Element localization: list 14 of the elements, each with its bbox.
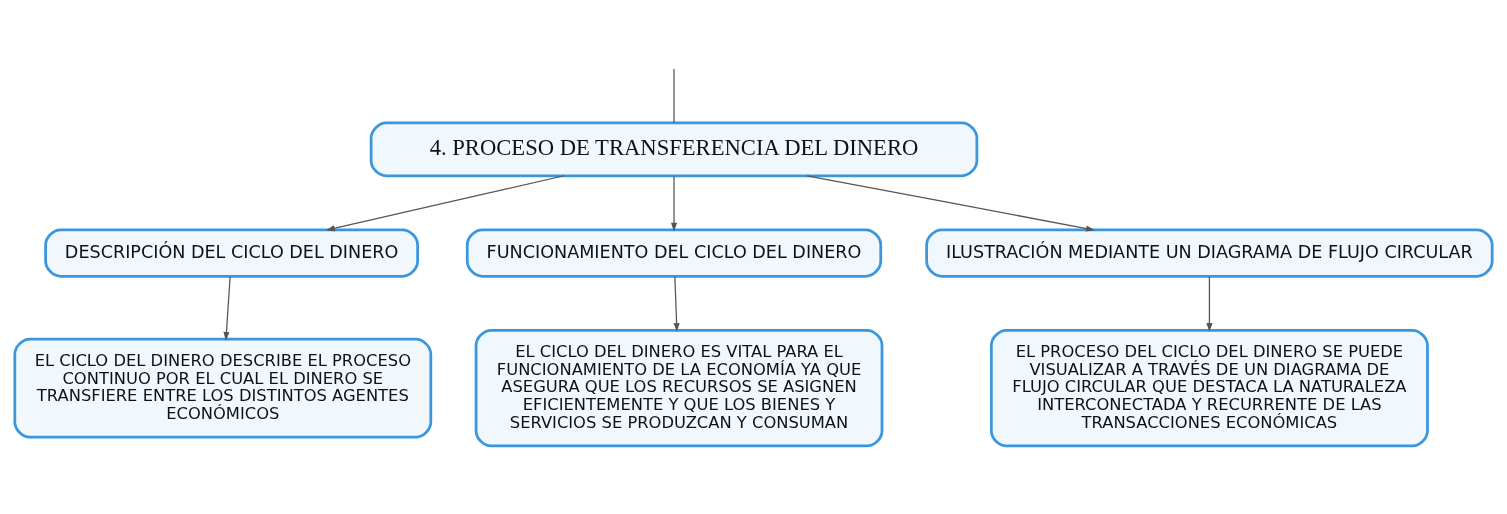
arrow [223,276,231,341]
node-box: 4. PROCESO DE TRANSFERENCIA DEL DINERO [369,121,979,178]
node-box: EL PROCESO DEL CICLO DEL DINERO SE PUEDE VISUALIZAR A TRAVÉS DE UN DIAGRAMA DE FLUJO CIRCULAR QUE DESTACA LA NATURALEZA INTERCONECTADA Y RECURRENTE DE LAS TRANSACCIONES ECONÓMICAS [989,328,1429,448]
arrow [670,175,678,232]
arrow [325,175,565,232]
arrow [1206,276,1213,332]
node-box: FUNCIONAMIENTO DEL CICLO DEL DINERO [465,228,883,278]
connector [673,68,675,124]
node-box: EL CICLO DEL DINERO DESCRIBE EL PROCESO CONTINUO POR EL CUAL EL DINERO SE TRANSFIERE ENTRE LOS DISTINTOS AGENTES ECONÓMICOS [13,337,433,439]
arrow [806,175,1095,232]
node-box: DESCRIPCIÓN DEL CICLO DEL DINERO [44,228,419,278]
node-box: EL CICLO DEL DINERO ES VITAL PARA EL FUNCIONAMIENTO DE LA ECONOMÍA YA QUE ASEGURA QUE LOS RECURSOS SE ASIGNEN EFICIENTEMENTE Y QUE LOS BIENES Y SERVICIOS SE PRODUZCAN Y CONSUMAN [474,328,884,448]
arrow [673,276,680,332]
node-box: ILUSTRACIÓN MEDIANTE UN DIAGRAMA DE FLUJO CIRCULAR [925,228,1494,278]
